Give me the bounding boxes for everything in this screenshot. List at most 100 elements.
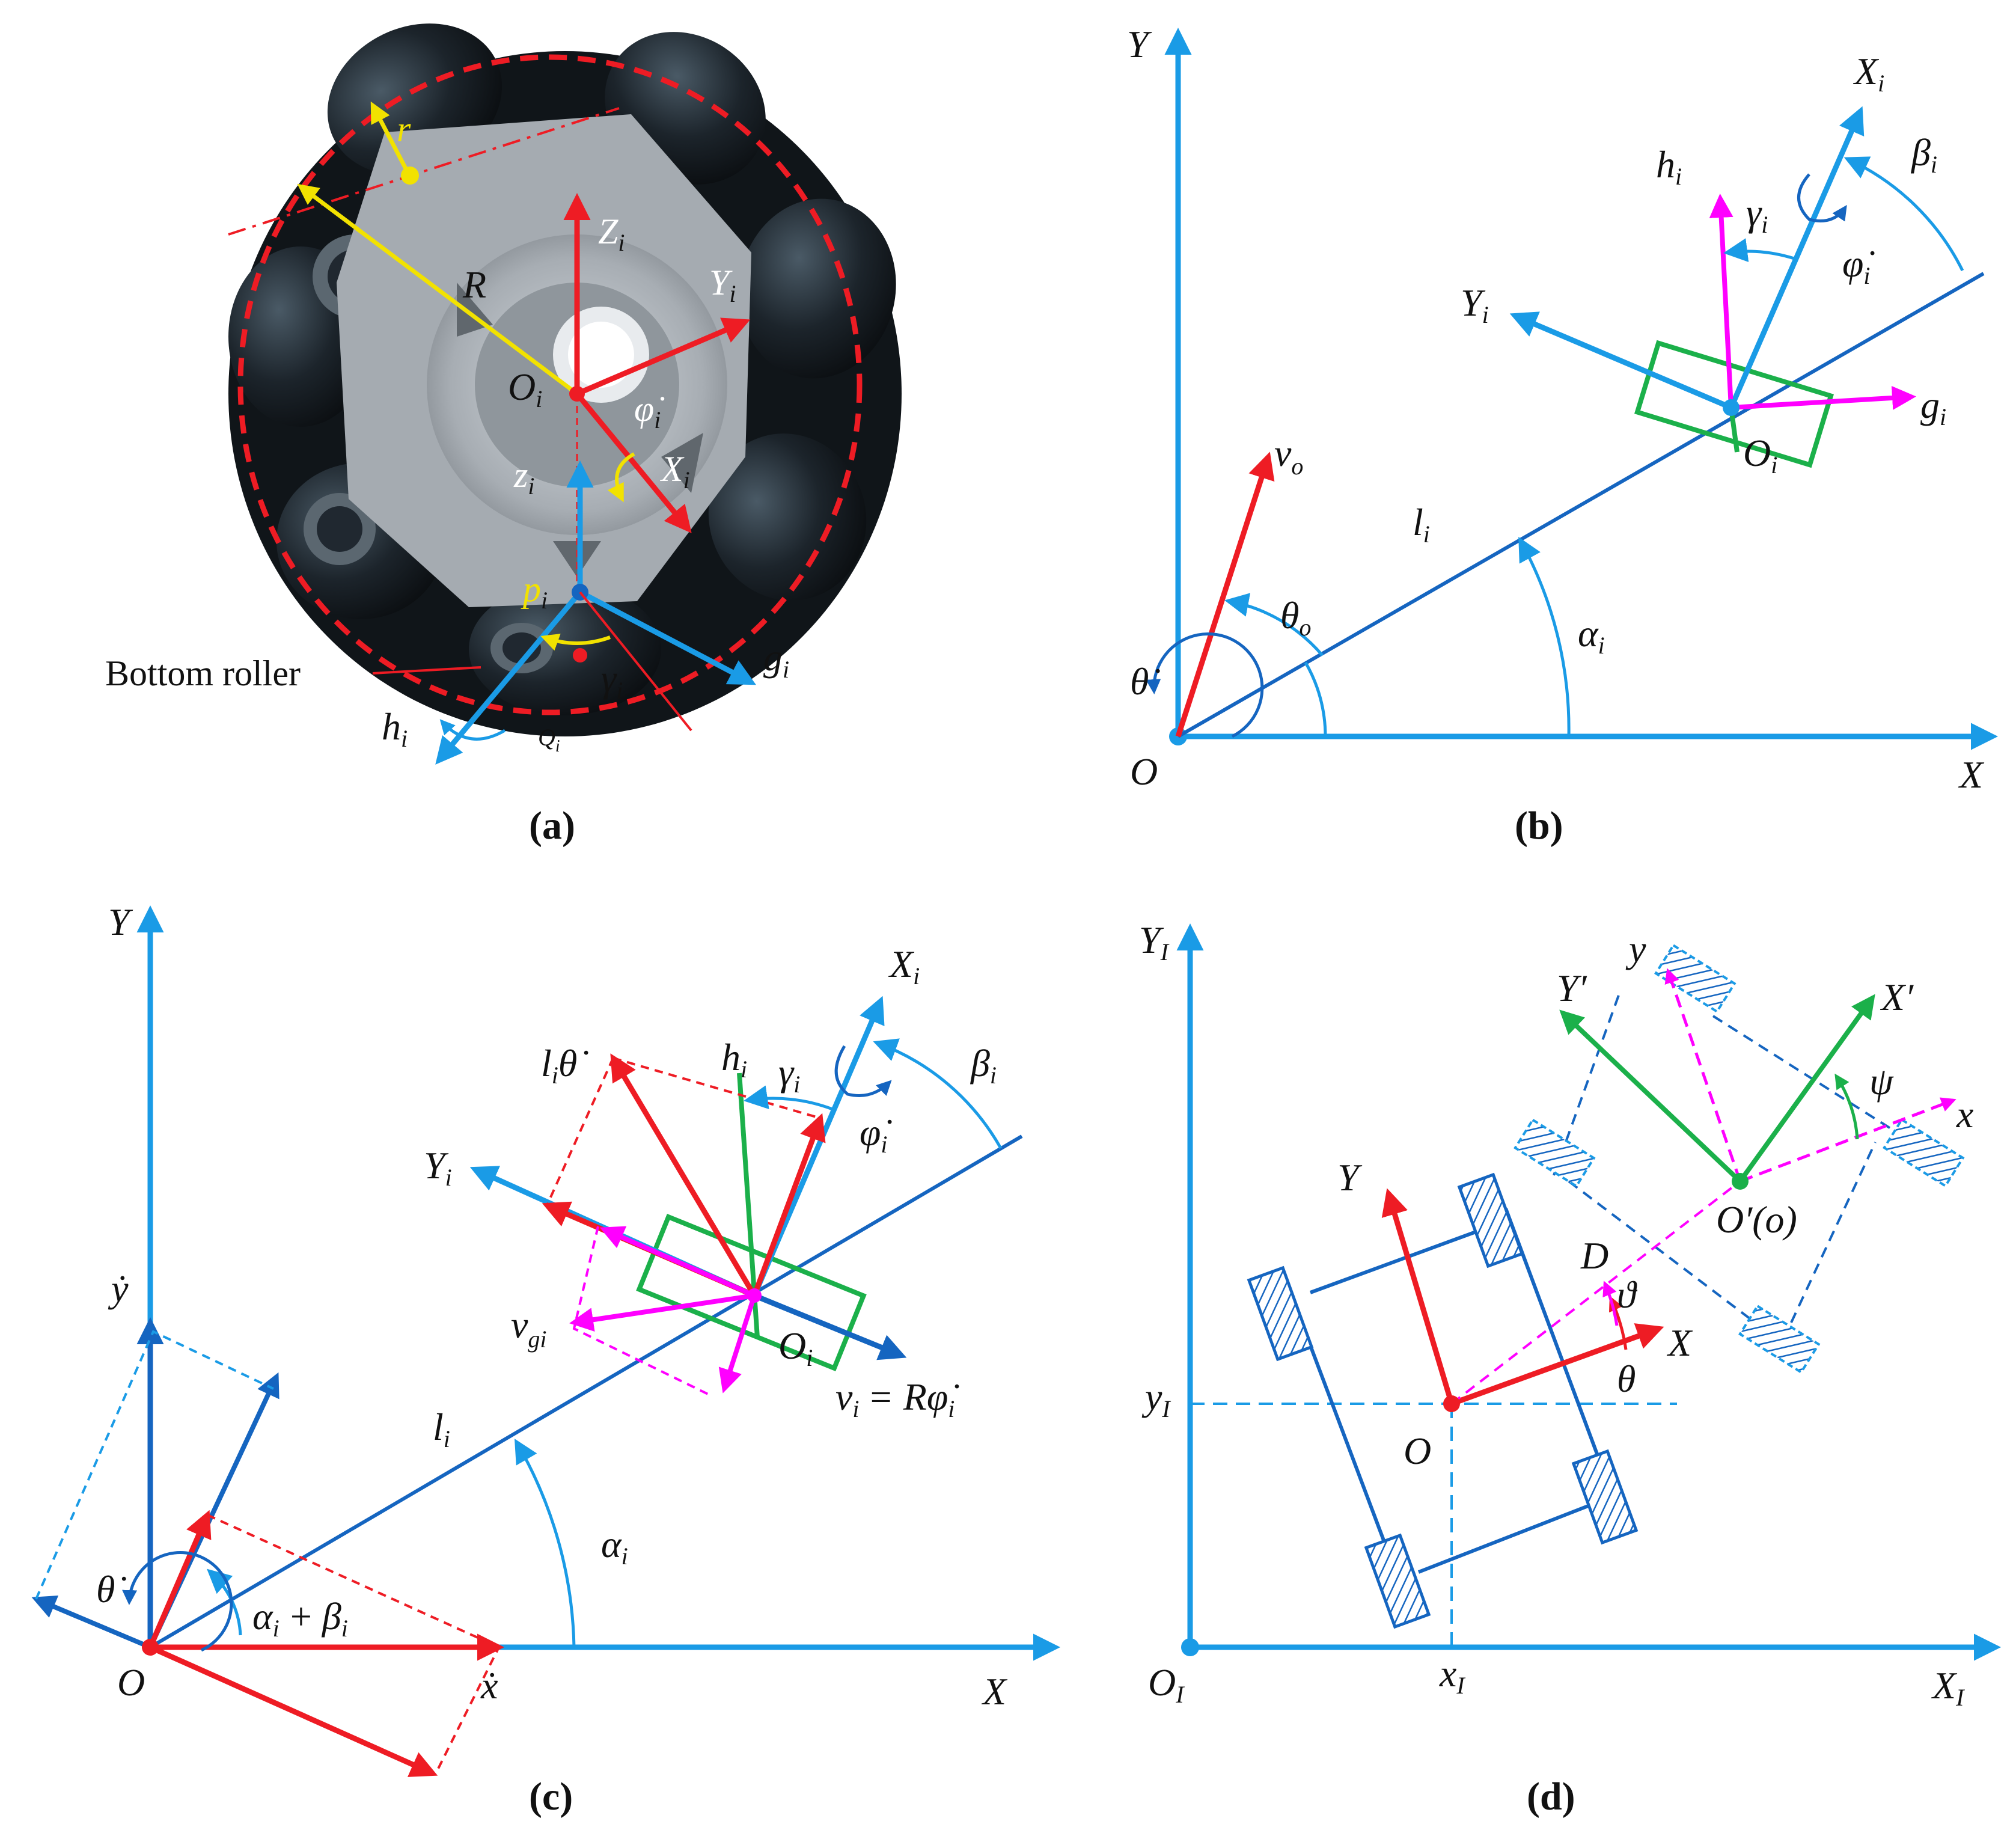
radius-r-arrow [370, 101, 411, 176]
wheel-center-Oi [569, 386, 585, 402]
panel-b: Y X O Xi Yi hi gi Oi γi φ̇i βi li αi vo … [1127, 23, 1998, 848]
b-label-beta: β [1910, 131, 1931, 174]
c-red-dash-1 [546, 1057, 614, 1206]
b-label-Oi-sub: i [1771, 451, 1777, 479]
d-arc-psi [1834, 1073, 1859, 1140]
label-bottom-roller: Bottom roller [105, 653, 301, 693]
b-vector-vo [1175, 451, 1275, 738]
d-wheel-2 [1457, 1172, 1524, 1268]
svg-text:βi: βi [970, 1042, 997, 1089]
d-label-xI: x [1439, 1652, 1456, 1695]
svg-text:αi+βi: αi+βi [252, 1595, 348, 1642]
svg-text:R: R [462, 263, 486, 306]
c-red-dashed-box [207, 1514, 501, 1774]
d-axis-y [1664, 968, 1742, 1182]
d-ghost-wheel-1 [1514, 1118, 1596, 1188]
b-label-theta-o: θ [1280, 594, 1299, 637]
d-label-Yp: Y′ [1557, 967, 1587, 1009]
c-vector-vg-up [599, 1226, 756, 1298]
caption-d: (d) [1527, 1775, 1575, 1819]
b-axis-gi [1730, 385, 1916, 410]
b-label-hi-sub: i [1675, 163, 1682, 190]
svg-text:hi: hi [382, 705, 408, 752]
d-label-O: O [1404, 1430, 1431, 1472]
svg-text:hi: hi [1656, 143, 1682, 190]
c-vector-left [31, 1595, 151, 1650]
c-label-vgi: v [511, 1303, 528, 1346]
c-label-plus: + [288, 1595, 314, 1638]
c-label-Y: Y [108, 901, 133, 943]
d-robot-target [1514, 943, 1965, 1374]
d-label-Xp: X′ [1880, 976, 1914, 1018]
panel-d: YI XI OI yI xI Y X O Y′ X′ y x ψ O′(o) D… [1139, 919, 2001, 1819]
b-arc-beta [1843, 156, 1964, 272]
svg-text:Oi: Oi [1743, 432, 1777, 479]
b-axis-Xi [1728, 106, 1865, 409]
c-vector-vg-down [718, 1294, 757, 1394]
c-vector-down [149, 1644, 438, 1777]
c-arc-gamma [744, 1085, 833, 1111]
svg-text:OI: OI [1148, 1661, 1185, 1708]
b-label-li-sub: i [1423, 521, 1430, 548]
d-arc-vartheta [1602, 1281, 1619, 1326]
d-axis-Y [1381, 1188, 1455, 1405]
label-Oi-sub: i [536, 385, 542, 412]
d-label-D: D [1580, 1234, 1608, 1277]
label-Qi-sub: i [555, 737, 560, 756]
svg-text:βi: βi [1910, 131, 1937, 178]
c-origin-dot [142, 1639, 159, 1656]
d-wheel-4 [1364, 1533, 1431, 1629]
b-label-Yi: Y [1461, 281, 1486, 324]
b-label-X: X [1958, 753, 1985, 796]
c-vector-up [147, 1510, 212, 1648]
d-label-X: X [1666, 1321, 1693, 1364]
svg-text:hi: hi [721, 1036, 747, 1083]
roller-direction-line [579, 591, 692, 732]
b-axis-Yi [1509, 311, 1732, 411]
b-wheel-rect [1634, 340, 1834, 468]
d-label-theta: θ [1617, 1357, 1636, 1400]
roller-axis-line [228, 107, 620, 236]
hi-rotation-arc [439, 719, 506, 741]
d-label-Y: Y [1337, 1156, 1363, 1199]
c-arc-alpha [514, 1439, 576, 1648]
d-label-yI: y [1141, 1375, 1162, 1418]
label-phi-sub: i [654, 406, 661, 433]
c-label-li-sub: i [444, 1425, 450, 1452]
d-label-xI-sub: I [1456, 1672, 1465, 1699]
label-gi: g [763, 636, 783, 679]
label-Oi: O [508, 366, 536, 408]
svg-text:Xi: Xi [888, 943, 920, 990]
c-label-gamma-sub: i [793, 1071, 800, 1098]
svg-text:γi: γi [601, 657, 623, 704]
c-label-Yi-sub: i [445, 1164, 452, 1191]
c-line-li [149, 1134, 1023, 1649]
b-arc-theta-o [1224, 593, 1324, 656]
label-Qi: Q [538, 724, 555, 751]
d-label-yI-sub: I [1161, 1395, 1171, 1422]
d-robot-current [1247, 1172, 1639, 1629]
d-origin-OI [1181, 1638, 1199, 1656]
b-label-gi-sub: i [1940, 403, 1946, 430]
svg-text:pi: pi [521, 569, 548, 614]
c-label-vgi-sub: gi [528, 1326, 546, 1353]
b-label-vo-sub: o [1291, 453, 1303, 480]
b-label-gi: g [1920, 384, 1940, 426]
label-Zi-sub: i [618, 229, 625, 256]
b-point-Oi [1723, 399, 1740, 416]
d-label-OI: O [1148, 1661, 1176, 1704]
c-label-Xi-sub: i [913, 962, 920, 990]
c-arc-phi [834, 1045, 892, 1097]
b-arc-theta-o-base [1304, 661, 1327, 737]
axis-Yi-arrow [576, 317, 751, 397]
label-hi-sub: i [401, 725, 408, 752]
c-label-O: O [117, 1661, 145, 1704]
c-label-alpha-i: α [252, 1595, 273, 1638]
d-label-x: x [1956, 1093, 1973, 1136]
b-label-Y: Y [1127, 23, 1152, 66]
c-blue-dashed-box [35, 1330, 274, 1600]
c-vector-li-theta [610, 1053, 757, 1297]
b-arc-gamma [1723, 238, 1795, 262]
svg-text:Xi: Xi [660, 449, 690, 494]
svg-text:YI: YI [1139, 919, 1170, 965]
